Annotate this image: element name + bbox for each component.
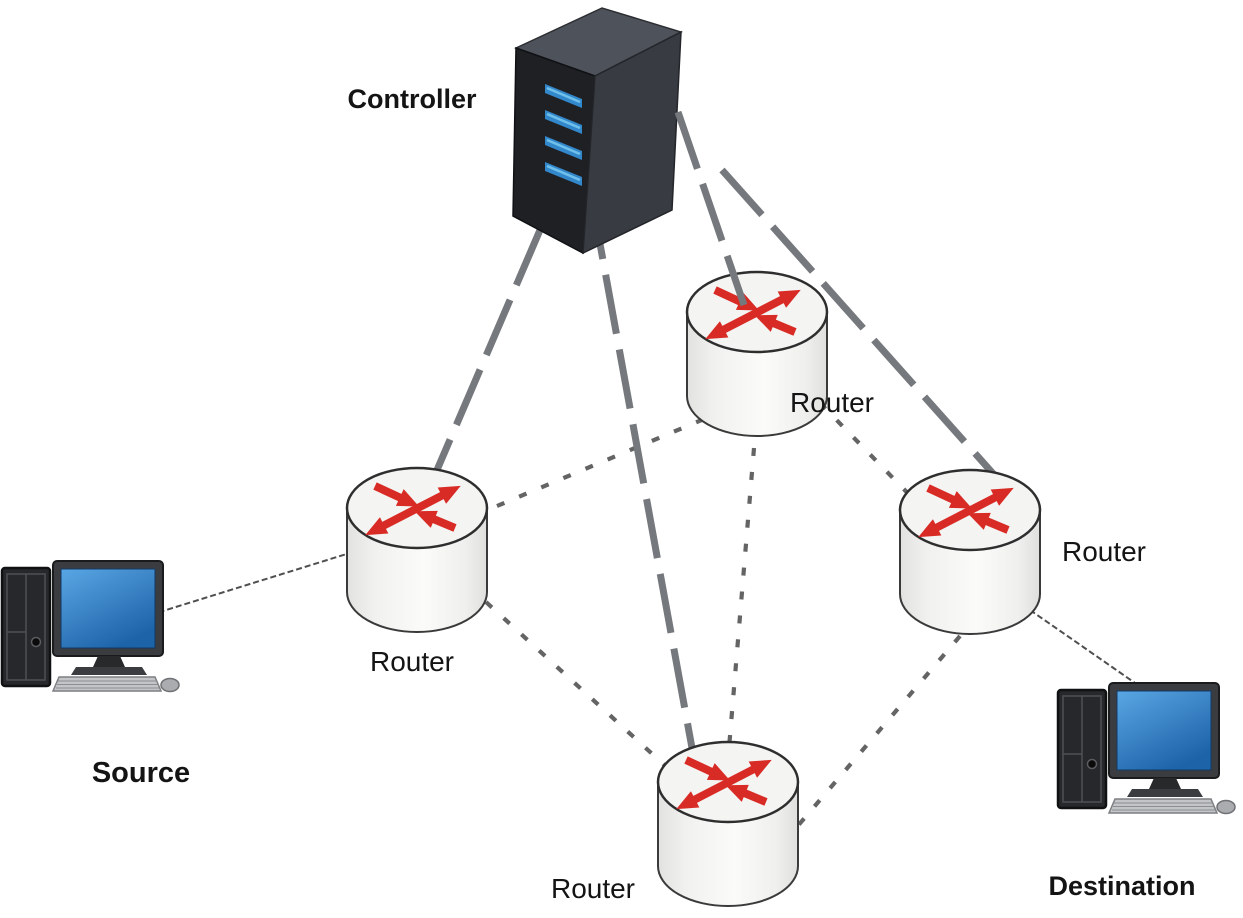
link-source-to-left-router xyxy=(149,551,354,616)
server-drive-bay-lights xyxy=(545,84,582,186)
router-left-icon xyxy=(347,468,487,632)
link-right-router-to-bottom-router xyxy=(794,634,962,830)
link-left-router-to-bottom-router xyxy=(484,600,686,785)
destination-computer-icon xyxy=(1056,681,1237,815)
source-label: Source xyxy=(92,757,190,789)
link-top-router-to-bottom-router xyxy=(726,447,757,749)
router-left-label: Router xyxy=(370,646,454,677)
router-right-icon xyxy=(900,470,1040,634)
controller-label: Controller xyxy=(347,84,476,114)
link-left-router-to-top-router xyxy=(496,417,705,508)
router-top-label: Router xyxy=(790,387,874,418)
link-controller-to-top-router xyxy=(674,110,748,307)
router-right-label: Router xyxy=(1062,536,1146,567)
router-bottom-label: Router xyxy=(551,873,635,904)
link-controller-to-left-router xyxy=(433,228,544,472)
destination-label: Destination xyxy=(1048,871,1195,901)
link-right-router-to-destination xyxy=(1029,609,1149,693)
link-controller-to-right-router xyxy=(719,167,1008,490)
controller-server-icon xyxy=(512,7,683,255)
link-controller-to-bottom-router xyxy=(588,199,696,749)
link-top-router-to-right-router xyxy=(818,401,930,516)
source-computer-icon xyxy=(0,559,181,693)
router-bottom-icon xyxy=(658,742,798,906)
